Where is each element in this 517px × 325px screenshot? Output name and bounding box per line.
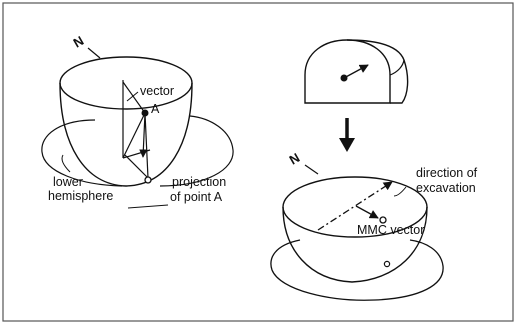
left-point-a — [141, 109, 149, 117]
left-projection-leader — [127, 204, 169, 209]
tunnel-block-edge — [389, 59, 405, 76]
tunnel-block-front — [304, 39, 391, 104]
left-cone-line — [122, 112, 146, 159]
direction-leader — [393, 186, 407, 197]
direction-label-1: direction of — [416, 166, 478, 180]
left-lower-label-2: hemisphere — [48, 189, 113, 203]
left-projected-point — [144, 176, 152, 184]
right-hemisphere-bowl — [282, 206, 428, 283]
left-hemisphere-diagram: N vector A lower hemisphere projection — [41, 33, 234, 209]
left-vector-line — [122, 81, 146, 114]
left-projection-label-1: projection — [172, 175, 226, 189]
mmc-label: MMC vector — [357, 223, 424, 237]
right-hemisphere-diagram: N direction of excavation MMC vector — [270, 150, 478, 301]
mmc-vector-arrow — [355, 205, 379, 219]
left-projection-label-2: of point A — [170, 190, 223, 204]
left-projection-plane-right — [159, 115, 234, 187]
figure-frame — [2, 2, 514, 322]
direction-label-2: excavation — [416, 181, 476, 195]
left-projection-line — [144, 112, 149, 179]
left-lower-leader — [61, 154, 71, 173]
left-vector-arrow — [139, 112, 148, 158]
right-north-tick — [304, 164, 319, 175]
tunnel-block-vector — [343, 64, 369, 79]
mmc-vector-point — [379, 216, 387, 224]
left-vector-leader — [126, 91, 139, 102]
left-vector-label: vector — [140, 84, 174, 98]
left-hemisphere-bowl — [59, 82, 193, 187]
left-hemisphere-rim — [59, 56, 193, 110]
down-arrow — [339, 118, 355, 152]
left-north-tick — [87, 47, 101, 59]
left-lower-label-1: lower — [53, 175, 83, 189]
left-point-a-label: A — [151, 102, 160, 116]
left-projection-line-2 — [124, 154, 149, 179]
down-arrow-head — [339, 138, 355, 152]
right-projection-plane — [270, 239, 444, 301]
left-north-label: N — [71, 33, 87, 51]
right-projected-point — [383, 260, 391, 268]
right-north-label: N — [287, 150, 303, 168]
tunnel-block — [304, 39, 409, 104]
left-projection-plane-left — [41, 119, 123, 187]
